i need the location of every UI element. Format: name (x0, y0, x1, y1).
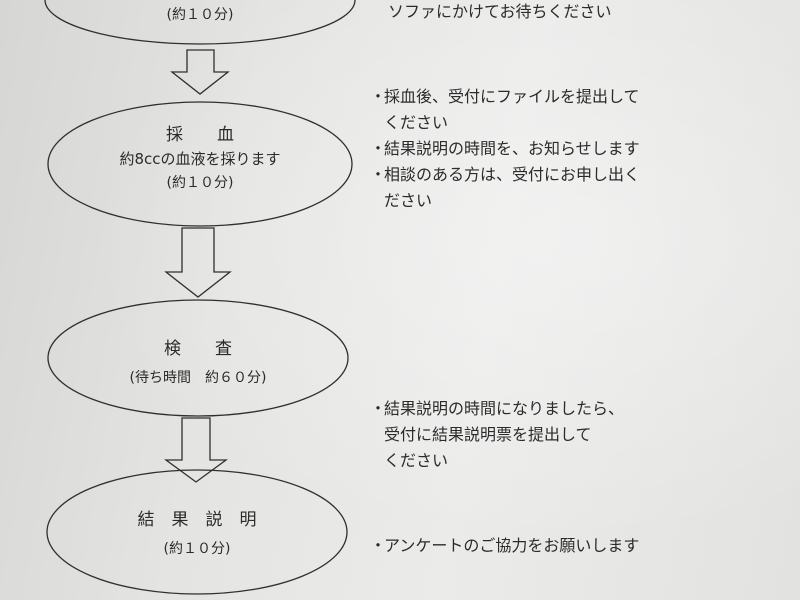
step-ellipse-top (44, 0, 356, 45)
step-result: 結 果 説 明 (約１０分) (67, 505, 327, 558)
note-item: ・ 結果説明の時間を、お知らせします (370, 136, 640, 162)
step-ellipse-exam (47, 299, 349, 417)
step-ellipse-blood (47, 101, 353, 227)
down-arrow-2 (164, 227, 232, 298)
note-line: ください (384, 113, 449, 132)
notes-exam: ・ 結果説明の時間になりましたら、 受付に結果説明票を提出して ください (370, 396, 624, 474)
step-exam-title: 検 査 (164, 339, 232, 359)
note-item: ・ アンケートのご協力をお願いします (370, 533, 639, 559)
step-blood-desc: 約8ccの血液を採ります (119, 150, 281, 168)
step-exam-time: (待ち時間 約６０分) (129, 370, 267, 386)
bullet-mark: ・ (370, 399, 387, 418)
note-line: 受付に結果説明票を提出して (384, 425, 592, 444)
note-item: ・ 採血後、受付にファイルを提出して ください (370, 84, 640, 136)
step-top: (約１０分) (130, 0, 270, 24)
note-line: 結果説明の時間になりましたら、 (384, 399, 625, 418)
note-line: 採血後、受付にファイルを提出して (384, 87, 640, 106)
note-line: 結果説明の時間を、お知らせします (384, 139, 640, 158)
note-line: 相談のある方は、受付にお申し出く (384, 165, 641, 184)
note-line: ください (384, 451, 449, 470)
step-blood-title: 採 血 (166, 125, 234, 145)
bullet-mark: ・ (370, 87, 387, 106)
step-top-time: (約１０分) (166, 7, 234, 23)
bullet-mark: ・ (370, 165, 387, 184)
note-item: ・ 相談のある方は、受付にお申し出く ださい (370, 162, 640, 214)
step-blood-time: (約１０分) (166, 175, 234, 191)
down-arrow-3 (164, 417, 228, 483)
notes-blood: ・ 採血後、受付にファイルを提出して ください ・ 結果説明の時間を、お知らせし… (370, 84, 640, 214)
bullet-mark: ・ (370, 536, 387, 555)
step-result-title: 結 果 説 明 (137, 510, 257, 530)
down-arrow-1 (170, 49, 230, 95)
notes-result: ・ アンケートのご協力をお願いします (370, 533, 639, 559)
step-blood: 採 血 約8ccの血液を採ります (約１０分) (70, 120, 330, 192)
bullet-mark: ・ (370, 139, 387, 158)
step-result-time: (約１０分) (163, 541, 231, 557)
note-item: ・ 結果説明の時間になりましたら、 受付に結果説明票を提出して ください (370, 396, 624, 474)
note-top-line: ソファにかけてお待ちください (388, 2, 612, 21)
note-line: アンケートのご協力をお願いします (384, 536, 640, 555)
step-exam: 検 査 (待ち時間 約６０分) (68, 334, 328, 387)
note-line: ださい (384, 191, 433, 210)
note-top: ソファにかけてお待ちください (388, 0, 612, 25)
step-ellipse-result (46, 469, 348, 595)
